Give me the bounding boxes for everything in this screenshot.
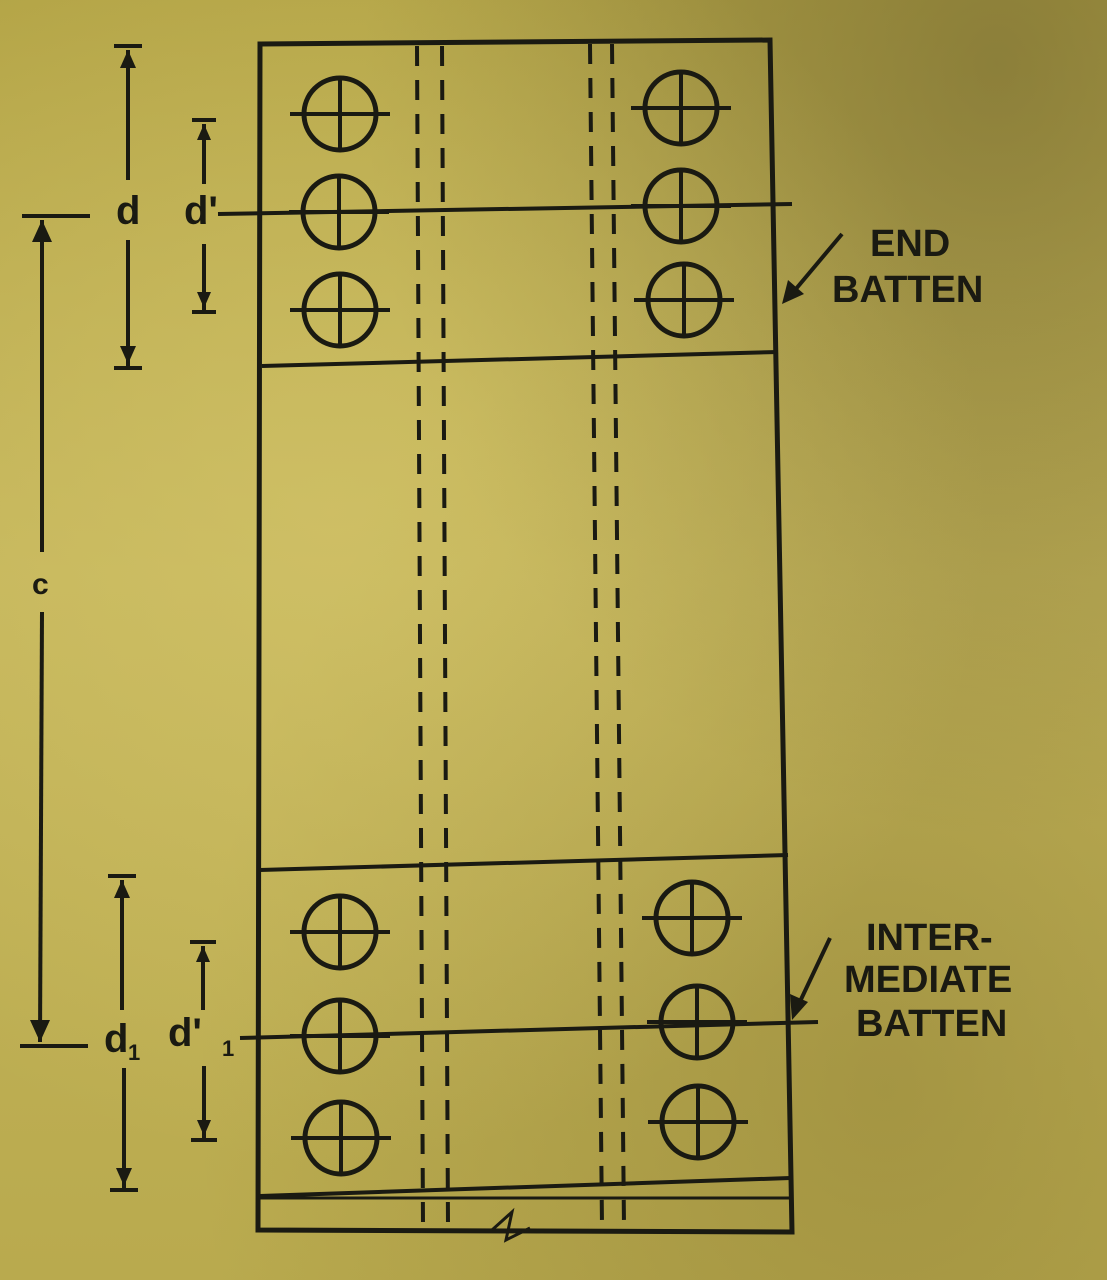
end-batten-label-line1: END (870, 223, 950, 265)
rivet-icon (290, 997, 390, 1075)
intermediate-batten-label-line2: MEDIATE (844, 959, 1012, 1001)
rivet-icon (634, 261, 734, 339)
dimension-d (114, 44, 142, 370)
dimension-d1 (108, 874, 138, 1192)
intermediate-batten-label-line1: INTER- (866, 917, 993, 959)
rivet-icon (289, 173, 389, 251)
dim-label-d1: d (104, 1017, 128, 1061)
member-outline (255, 37, 795, 1243)
dimension-c (20, 214, 90, 1048)
dim-label-d1-prime-sub: 1 (222, 1036, 234, 1061)
dimension-d-prime (192, 118, 216, 314)
rivet-icon (290, 893, 390, 971)
rivet-group-intermediate-right (642, 879, 748, 1161)
dim-label-d1-sub: 1 (128, 1040, 140, 1065)
end-batten-plate (261, 350, 779, 368)
intermediate-batten-label-line3: BATTEN (856, 1003, 1007, 1045)
rivet-group-intermediate-left (290, 893, 391, 1177)
rivet-group-end-right (631, 69, 734, 339)
rivet-icon (631, 69, 731, 147)
rivet-icon (642, 879, 742, 957)
end-batten-label-line2: BATTEN (832, 269, 983, 311)
dim-label-d1-prime: d' (168, 1011, 202, 1055)
dim-label-d: d (116, 189, 140, 233)
rivet-icon (290, 75, 390, 153)
rivet-icon (290, 271, 390, 349)
intermediate-batten-leader (790, 937, 832, 1020)
chord-hidden-lines (415, 43, 626, 1227)
rivet-icon (631, 167, 731, 245)
rivet-icon (291, 1099, 391, 1177)
dim-label-d-prime: d' (184, 189, 218, 233)
dimension-d1-prime (190, 940, 217, 1142)
intermediate-batten-plate (259, 853, 791, 1198)
rivet-group-end-left (289, 75, 390, 349)
dim-label-c: c (32, 568, 49, 601)
rivet-icon (647, 983, 747, 1061)
rivet-icon (648, 1083, 748, 1161)
end-batten-leader (782, 232, 844, 304)
